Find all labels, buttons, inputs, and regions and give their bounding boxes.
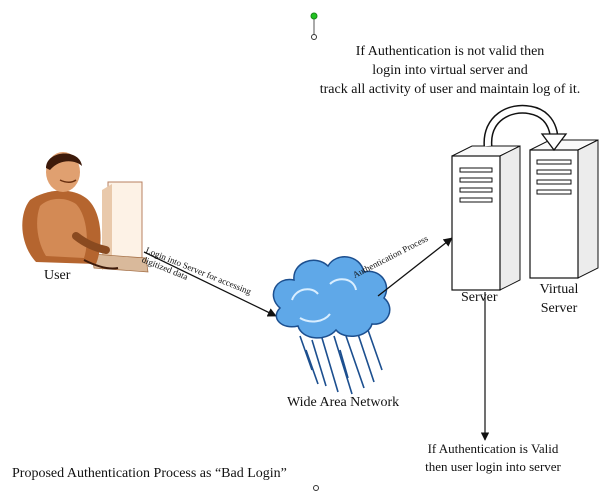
- login-arrow: [143, 251, 277, 317]
- redirect-curved-arrow: [483, 104, 568, 152]
- valid-auth-note: If Authentication is Valid then user log…: [408, 440, 578, 476]
- note-line: then user login into server: [425, 459, 561, 474]
- bottom-selection-handle[interactable]: [313, 485, 319, 491]
- top-selection-handle[interactable]: [310, 12, 318, 40]
- note-line: track all activity of user and maintain …: [319, 82, 581, 97]
- invalid-auth-note: If Authentication is not valid then logi…: [300, 42, 600, 99]
- figure-caption: Proposed Authentication Process as “Bad …: [12, 466, 287, 481]
- virtual-server-label: Virtual Server: [539, 282, 579, 316]
- virtual-server-icon: [529, 139, 599, 279]
- server-label: Server: [461, 290, 498, 305]
- user-label: User: [44, 268, 71, 283]
- auth-arrow: [377, 237, 453, 297]
- note-line: If Authentication is not valid then: [355, 44, 545, 59]
- network-label: Wide Area Network: [287, 395, 400, 410]
- user-computer-icon: [22, 152, 149, 273]
- wan-cloud-icon: [272, 256, 391, 395]
- note-line: If Authentication is Valid: [427, 441, 559, 456]
- server-icon: [451, 145, 521, 291]
- note-line: login into virtual server and: [372, 63, 528, 78]
